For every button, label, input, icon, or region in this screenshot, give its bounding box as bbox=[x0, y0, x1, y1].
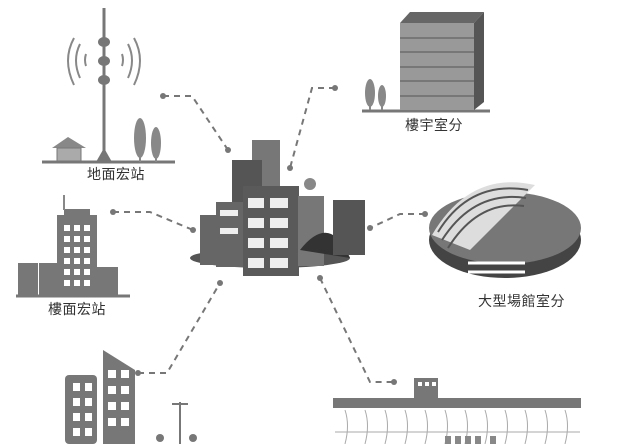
label-building-indoor: 樓宇室分 bbox=[405, 118, 463, 134]
label-stadium-indoor: 大型場館室分 bbox=[478, 294, 565, 310]
connectors bbox=[113, 87, 425, 383]
connector-subway bbox=[319, 277, 394, 383]
stadium-icon bbox=[429, 182, 581, 278]
subway-scene-icon bbox=[333, 378, 581, 444]
street-scene-icon bbox=[65, 350, 197, 444]
connector-rooftop-macro bbox=[113, 211, 194, 231]
connector-dots bbox=[110, 85, 428, 385]
connector-ground-macro bbox=[163, 95, 229, 151]
label-rooftop-macro: 樓面宏站 bbox=[48, 302, 106, 318]
office-building-indoor-icon bbox=[362, 12, 490, 113]
ground-macro-tower-icon bbox=[42, 8, 175, 164]
connector-building-indoor bbox=[289, 87, 335, 169]
city-cluster-icon bbox=[190, 140, 365, 276]
connector-stadium bbox=[369, 213, 425, 229]
connector-street bbox=[138, 282, 221, 374]
label-ground-macro: 地面宏站 bbox=[87, 167, 145, 183]
rooftop-macro-building-icon bbox=[16, 195, 130, 298]
